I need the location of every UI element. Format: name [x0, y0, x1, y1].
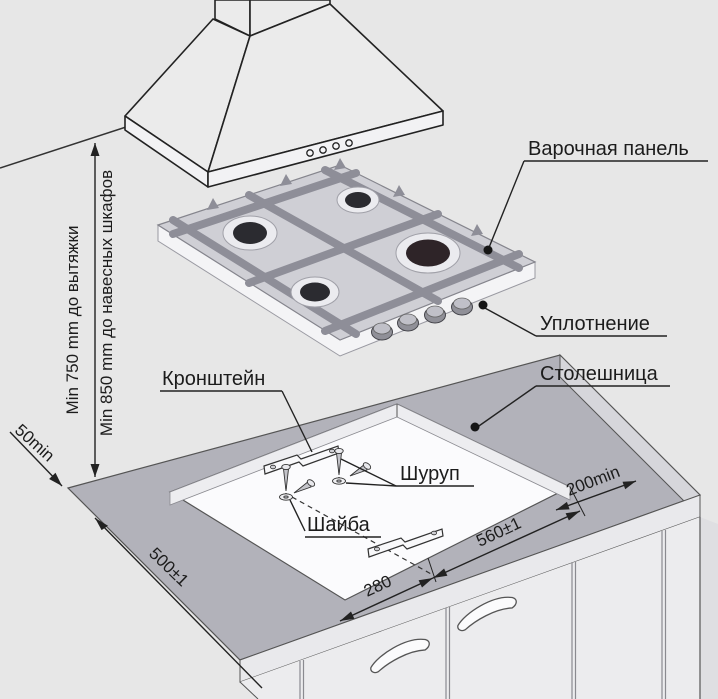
- dim-560-line: [432, 510, 581, 579]
- arrowhead-up-icon: [90, 143, 100, 156]
- bracket-hole: [328, 448, 335, 454]
- label-bracket: Кронштейн: [162, 368, 265, 390]
- label-seal: Уплотнение: [540, 313, 650, 335]
- door-handle: [370, 638, 430, 674]
- screw-standing-right: [334, 447, 344, 476]
- arrowhead-icon: [556, 501, 570, 510]
- cabinet-end-panel: [700, 517, 718, 699]
- burner-back-left: [222, 215, 278, 251]
- dim-500-line: [94, 517, 263, 689]
- leader-cooktop: [487, 160, 525, 251]
- screw-standing-left: [281, 463, 291, 492]
- hood-button-icon: [306, 149, 314, 157]
- washer-right: [332, 477, 346, 485]
- leader-washer: [289, 499, 306, 532]
- leader-dots: [470, 245, 493, 432]
- cabinet-handles: [370, 596, 517, 674]
- burner-front-right: [395, 232, 461, 274]
- extension-line: [569, 486, 586, 517]
- knob: [397, 313, 419, 332]
- cabinet-door-gaps: [299, 530, 667, 699]
- leader-lines: [160, 160, 708, 538]
- knob: [451, 297, 473, 316]
- door-handle: [457, 596, 517, 632]
- wall-cabinet-reference-line: [0, 126, 127, 169]
- arrowhead-icon: [340, 611, 355, 621]
- hood-button-icon: [332, 142, 340, 150]
- arrowhead-icon: [433, 568, 448, 578]
- bracket-hole: [430, 530, 437, 536]
- leader-dot-seal: [478, 300, 488, 310]
- arrowhead-icon: [622, 481, 636, 490]
- hood-buttons: [306, 139, 353, 157]
- label-countertop: Столешница: [540, 363, 659, 385]
- hood-button-icon: [319, 146, 327, 154]
- leader-screw-2: [340, 458, 397, 487]
- arrowhead-down-icon: [90, 464, 100, 477]
- countertop: [66, 353, 702, 683]
- screw-loose-left: [293, 479, 316, 494]
- arrowhead-icon: [95, 518, 108, 531]
- burner-front-left: [290, 276, 340, 308]
- cabinet-fronts: [240, 517, 700, 699]
- control-knobs: [371, 297, 473, 341]
- knob: [424, 305, 446, 324]
- extension-line: [427, 557, 437, 583]
- cabinet-left-edge: [239, 681, 259, 699]
- dim-hood-clearance: Min 750 mm до вытяжки: [63, 226, 82, 415]
- arrowhead-icon: [565, 511, 580, 521]
- dim-280-line: [339, 577, 434, 622]
- screw-loose-right: [349, 462, 372, 477]
- label-screw: Шуруп: [400, 463, 460, 485]
- washer-left: [279, 493, 293, 501]
- cooktop-panel: [156, 158, 537, 357]
- bracket-hole: [373, 546, 380, 552]
- arrowhead-icon: [418, 578, 433, 588]
- burners: [222, 186, 461, 308]
- arrowhead-icon: [49, 472, 62, 486]
- mounting-hardware: [263, 445, 444, 576]
- hood-button-icon: [345, 139, 353, 147]
- knob: [371, 322, 393, 341]
- bracket-right: [367, 528, 444, 558]
- label-washer: Шайба: [307, 514, 371, 536]
- bracket-hole: [269, 464, 276, 470]
- leader-dot-countertop: [470, 422, 480, 432]
- leader-bracket: [281, 390, 313, 453]
- dimension-lines: [9, 143, 637, 689]
- burner-back-right: [336, 186, 380, 214]
- dim-cabinet-clearance: Min 850 mm до навесных шкафов: [97, 170, 116, 436]
- grate-feet: [207, 158, 483, 236]
- dim-200min-line: [555, 480, 637, 511]
- leader-dot-cooktop: [483, 245, 493, 255]
- base-cabinets: [239, 517, 718, 699]
- range-hood: [124, 0, 444, 188]
- label-cooktop: Варочная панель: [528, 138, 689, 160]
- leader-seal: [482, 306, 537, 337]
- leader-screw-1: [345, 482, 397, 487]
- leader-countertop: [475, 385, 537, 429]
